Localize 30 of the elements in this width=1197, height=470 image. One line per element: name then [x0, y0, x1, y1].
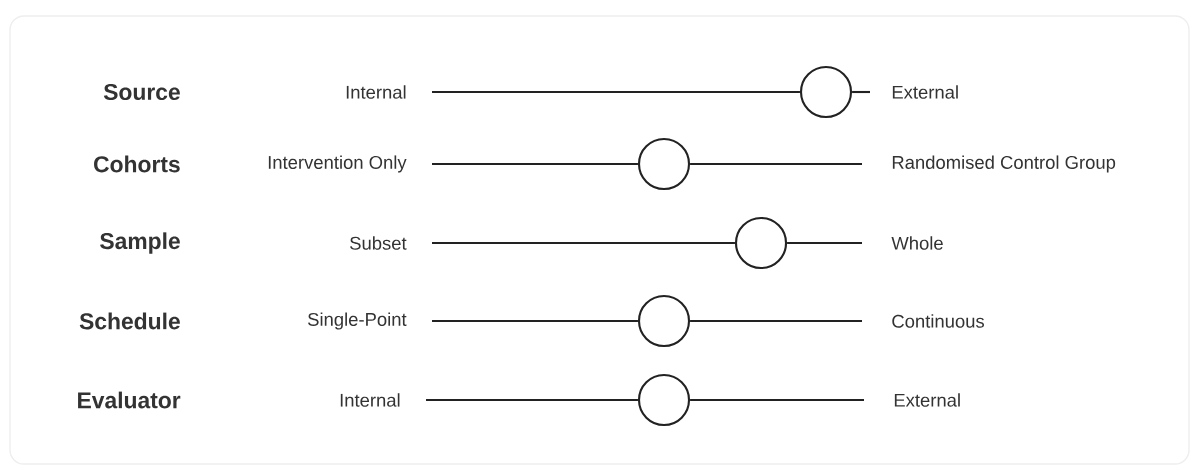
- slider-knob: [799, 65, 853, 119]
- row-label: Source: [103, 83, 180, 101]
- right-text: External: [892, 85, 958, 99]
- right-text: Whole: [891, 236, 943, 250]
- left-text: Internal: [340, 393, 400, 407]
- slider-track: [690, 319, 862, 323]
- right-text: Randomised Control Group: [892, 155, 1116, 173]
- slider-track: [690, 162, 862, 166]
- row-label: Cohorts: [94, 155, 180, 173]
- slider-track: [432, 241, 735, 245]
- row-label: Schedule: [79, 312, 180, 330]
- slider-knob: [637, 294, 691, 348]
- slider-track: [690, 398, 864, 402]
- right-text: Continuous: [892, 314, 984, 328]
- left-text: Intervention Only: [268, 155, 407, 173]
- slider-track: [852, 90, 870, 94]
- slider-track: [432, 319, 638, 323]
- slider-track: [426, 398, 638, 402]
- left-text: Subset: [350, 236, 407, 250]
- row-label: Sample: [100, 232, 180, 254]
- slider-track: [432, 162, 638, 166]
- slider-knob: [734, 216, 788, 270]
- left-text: Internal: [346, 85, 406, 99]
- slider-track: [787, 241, 862, 245]
- slider-track: [432, 90, 800, 94]
- slider-knob: [637, 373, 691, 427]
- left-text: Single-Point: [308, 312, 407, 330]
- right-text: External: [894, 393, 960, 407]
- slider-knob: [637, 137, 691, 191]
- row-label: Evaluator: [78, 391, 181, 409]
